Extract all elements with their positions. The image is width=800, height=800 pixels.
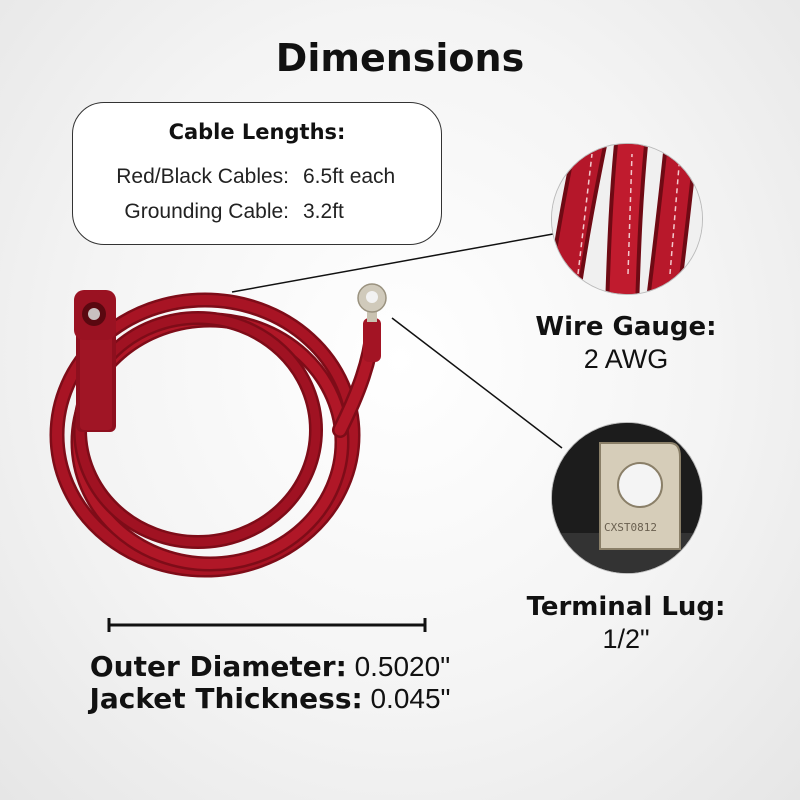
- jacket-thickness-label: Jacket Thickness:: [89, 682, 363, 715]
- lug-neck: [367, 304, 377, 322]
- lug-stamp: CXST0812: [604, 521, 657, 534]
- cable-length-label: Grounding Cable:: [124, 200, 289, 223]
- outer-diameter-value: 0.5020": [354, 651, 451, 682]
- outer-diameter-label: Outer Diameter:: [89, 650, 347, 683]
- outer-diameter: Outer Diameter: 0.5020": [0, 650, 540, 683]
- jacket-thickness-value: 0.045": [370, 683, 451, 714]
- cable-lengths-box: Cable Lengths: Red/Black Cables: 6.5ft e…: [72, 102, 442, 245]
- cable-length-value: 3.2ft: [303, 200, 344, 223]
- terminal-lug-value: 1/2": [602, 624, 650, 654]
- wire-closeup-art: [552, 144, 702, 294]
- dimension-line: [107, 618, 427, 632]
- wire-gauge-callout: Wire Gauge: 2 AWG: [496, 312, 756, 375]
- terminal-lug-callout: Terminal Lug: 1/2": [496, 592, 756, 655]
- cable-length-label: Red/Black Cables:: [116, 165, 289, 188]
- battery-connector: [74, 290, 116, 432]
- wire-callout-line: [231, 233, 554, 293]
- wire-gauge-label: Wire Gauge:: [535, 312, 717, 342]
- lug-callout-line: [391, 317, 563, 449]
- terminal-lug-label: Terminal Lug:: [526, 592, 726, 622]
- wire-closeup-photo: [551, 143, 703, 295]
- page-title: Dimensions: [275, 36, 525, 80]
- jacket-thickness: Jacket Thickness: 0.045": [0, 682, 540, 715]
- cable-lengths-heading: Cable Lengths:: [168, 120, 346, 144]
- red-cable-photo: [49, 283, 387, 578]
- cable-length-value: 6.5ft each: [303, 165, 396, 188]
- lug-closeup-art: CXST0812: [552, 423, 702, 573]
- wire-gauge-value: 2 AWG: [583, 344, 669, 374]
- lug-sleeve: [363, 318, 381, 362]
- lug-closeup-photo: CXST0812: [551, 422, 703, 574]
